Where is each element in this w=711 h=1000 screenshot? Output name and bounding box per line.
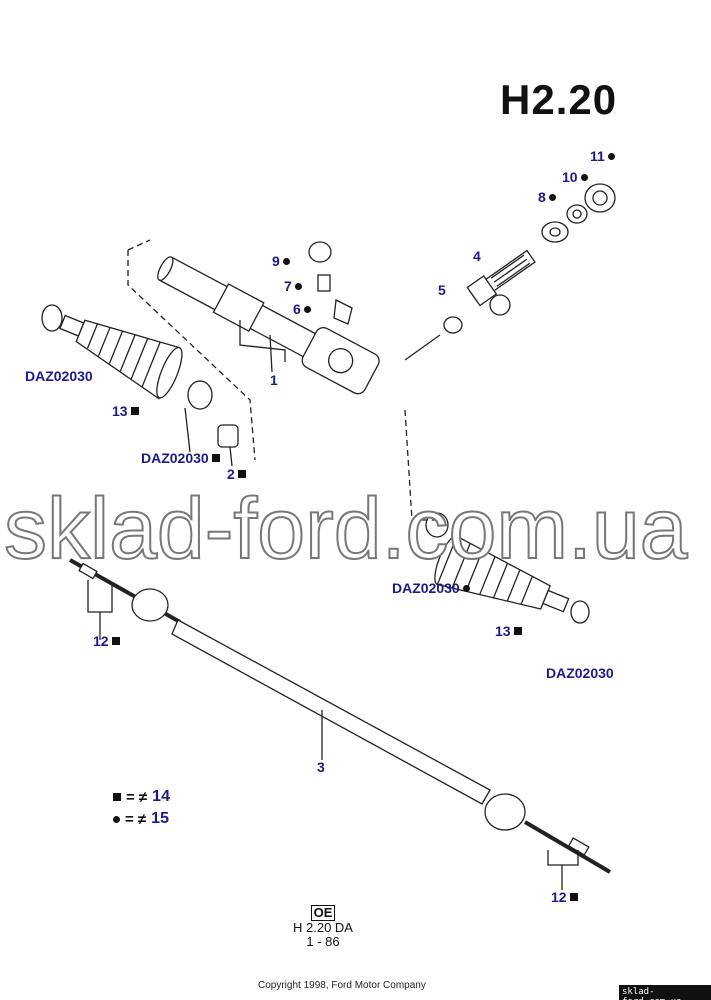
page-title: H2.20 [500,76,618,123]
clip-right [570,600,590,624]
pinion-gear [489,294,511,316]
callout-1[interactable]: 1 [270,372,278,388]
callout-11[interactable]: 11 [590,148,615,164]
callout-label: 12 [93,633,109,649]
circle-marker-icon [113,815,120,823]
callout-3[interactable]: 3 [317,759,325,775]
circle-marker-icon [303,305,311,313]
site-badge: sklad-ford.com.ua [619,985,711,1000]
callout-label: 5 [438,282,446,298]
callout-label: 7 [284,278,292,294]
callout-label: DAZ02030 [25,368,93,384]
bearing-5 [443,316,463,334]
clamp-left [187,380,213,410]
callout-label: 2 [227,466,235,482]
callout-daz02030-right[interactable]: DAZ02030 [546,665,614,681]
square-marker-icon [130,407,139,415]
code-line: H 2.20 DA [293,920,353,935]
callout-label: 13 [495,623,511,639]
callout-label: 13 [112,403,128,419]
callout-8[interactable]: 8 [538,189,556,205]
legend-text: = ≠ [125,810,147,828]
legend-circle: = ≠15 [113,810,169,828]
circle-marker-icon [548,193,556,201]
circle-marker-icon [462,584,470,592]
circle-marker-icon [282,257,290,265]
callout-daz02030-clamp[interactable]: DAZ02030 [141,450,220,466]
square-marker-icon [211,454,220,462]
callout-10[interactable]: 10 [562,169,588,185]
tie-rod-assembly [69,558,612,874]
code-box: OE [310,905,336,921]
clamp-right [425,512,449,538]
square-marker-icon [237,470,246,478]
callout-label: 1 [270,372,278,388]
square-marker-icon [569,893,578,901]
bush-2 [217,424,239,448]
assembly-guide-line [127,250,256,461]
code-date: 1 - 86 [306,934,340,949]
bearing-8 [541,221,569,243]
legend-ref[interactable]: 15 [151,810,169,827]
callout-label: DAZ02030 [141,450,209,466]
callout-label: 6 [293,301,301,317]
callout-label: 9 [272,253,280,269]
square-marker-icon [111,637,120,645]
copyright: Copyright 1998, Ford Motor Company [258,980,426,991]
spring-7 [317,274,331,292]
cap-9 [308,241,332,263]
callout-5[interactable]: 5 [438,282,446,298]
pinion-shaft [466,249,536,307]
watermark: sklad-ford.com.ua [3,481,689,577]
callout-daz02030-right-clamp[interactable]: DAZ02030 [392,580,470,596]
circle-marker-icon [294,282,302,290]
callout-label: 8 [538,189,546,205]
legend-ref[interactable]: 14 [152,788,170,805]
legend-square: = ≠14 [113,788,170,806]
callout-13-left[interactable]: 13 [112,403,139,419]
callout-7[interactable]: 7 [284,278,302,294]
clip-left [41,304,63,332]
callout-12-left[interactable]: 12 [93,633,120,649]
callout-label: 4 [473,248,481,264]
callout-9[interactable]: 9 [272,253,290,269]
steering-rack-housing [157,256,380,395]
callout-label: 3 [317,759,325,775]
diagram-code: OE H 2.20 DA 1 - 86 [280,905,366,949]
callout-12-right[interactable]: 12 [551,889,578,905]
callout-2[interactable]: 2 [227,466,246,482]
callout-daz02030-left[interactable]: DAZ02030 [25,368,93,384]
square-marker-icon [513,627,522,635]
callout-label: DAZ02030 [392,580,460,596]
seal-11 [584,183,616,213]
assembly-guide-line [127,239,151,251]
callout-label: 12 [551,889,567,905]
callout-label: 11 [590,148,605,164]
seal-10 [566,204,588,224]
circle-marker-icon [607,152,615,160]
circle-marker-icon [580,173,588,181]
assembly-guide-line [404,409,440,521]
callout-label: 10 [562,169,578,185]
boot-left [59,314,183,400]
callout-label: DAZ02030 [546,665,614,681]
callout-13-right[interactable]: 13 [495,623,522,639]
callout-4[interactable]: 4 [473,248,481,264]
square-marker-icon [113,793,121,801]
callout-6[interactable]: 6 [293,301,311,317]
legend-text: = ≠ [126,788,148,806]
yoke-6 [333,299,353,325]
